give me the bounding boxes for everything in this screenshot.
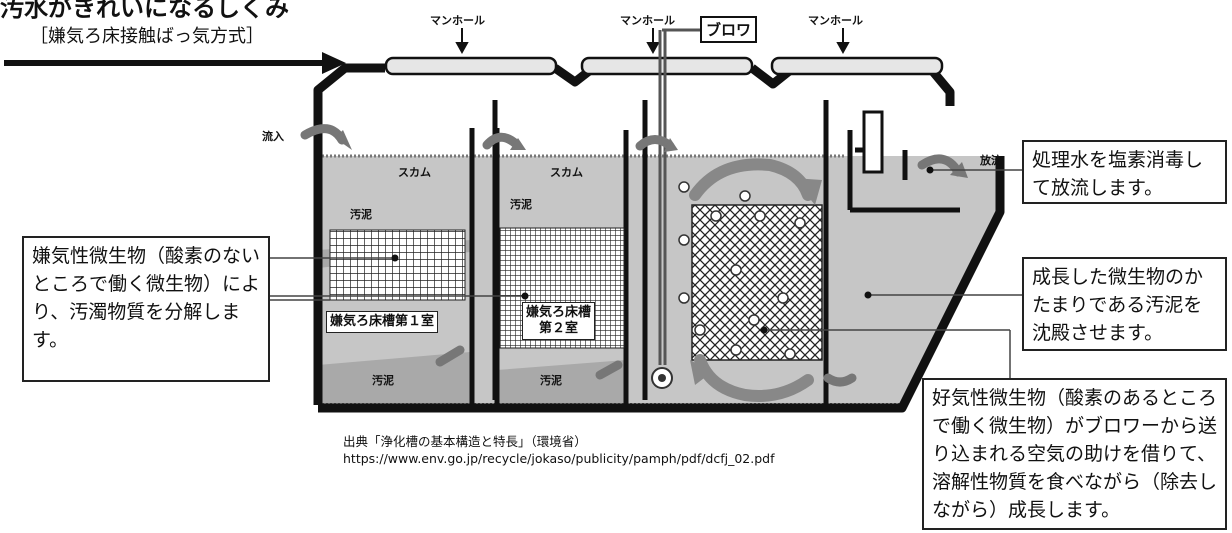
- callout-aerobic: 好気性微生物（酸素のあるところで働く微生物）がブロワーから送り込まれる空気の助け…: [922, 378, 1227, 530]
- air-bubbles: [678, 181, 806, 360]
- sludge-label-1: 汚泥: [350, 208, 372, 221]
- header-arrow: [4, 52, 346, 74]
- diagram-title: 汚水がきれいになるしくみ: [0, 0, 289, 22]
- manhole-covers: [384, 56, 944, 76]
- inflow-label: 流入: [262, 130, 284, 143]
- blower-pipe: [651, 28, 700, 389]
- manhole-label-2: マンホール: [620, 14, 675, 27]
- scum-label-1: スカム: [398, 166, 431, 179]
- scum-label-2: スカム: [550, 166, 583, 179]
- callout-sludge-settle: 成長した微生物のかたまりである汚泥を沈殿させます。: [1022, 257, 1227, 351]
- diagram-subtitle: ［嫌気ろ床接触ばっ気方式］: [30, 26, 264, 47]
- source-url: https://www.env.go.jp/recycle/jokaso/pub…: [343, 451, 775, 466]
- sludge-label-2: 汚泥: [510, 198, 532, 211]
- sludge-label-4: 汚泥: [540, 374, 562, 387]
- sludge-label-3: 汚泥: [372, 374, 394, 387]
- contact-media: [691, 204, 823, 361]
- chamber2-label-line1: 嫌気ろ床槽: [526, 305, 592, 320]
- callout-chlorine: 処理水を塩素消毒して放流します。: [1022, 140, 1227, 204]
- manhole-label-3: マンホール: [808, 14, 863, 27]
- chamber2-label-line2: 第２室: [539, 321, 579, 336]
- source-citation: 出典「浄化槽の基本構造と特長」（環境省） https://www.env.go.…: [343, 433, 775, 467]
- source-title: 出典「浄化槽の基本構造と特長」（環境省）: [343, 434, 587, 449]
- chamber2-label: 嫌気ろ床槽 第２室: [522, 302, 596, 340]
- chlorine-tablet-tube: [862, 110, 884, 174]
- callout-anaerobic: 嫌気性微生物（酸素のないところで働く微生物）により、汚濁物質を分解します。: [22, 236, 270, 382]
- blower-label: ブロワ: [700, 16, 758, 43]
- sludge-bottom-1: [318, 352, 470, 408]
- manhole-label-1: マンホール: [430, 14, 485, 27]
- partitions: [469, 100, 960, 408]
- filter-media-1: [329, 229, 466, 301]
- outflow-label: 放流: [980, 154, 1002, 167]
- manhole-arrows: [455, 28, 850, 55]
- chamber1-label: 嫌気ろ床槽第１室: [326, 311, 439, 333]
- leader-lines: [270, 169, 1022, 378]
- sludge-bottom-2: [497, 360, 626, 408]
